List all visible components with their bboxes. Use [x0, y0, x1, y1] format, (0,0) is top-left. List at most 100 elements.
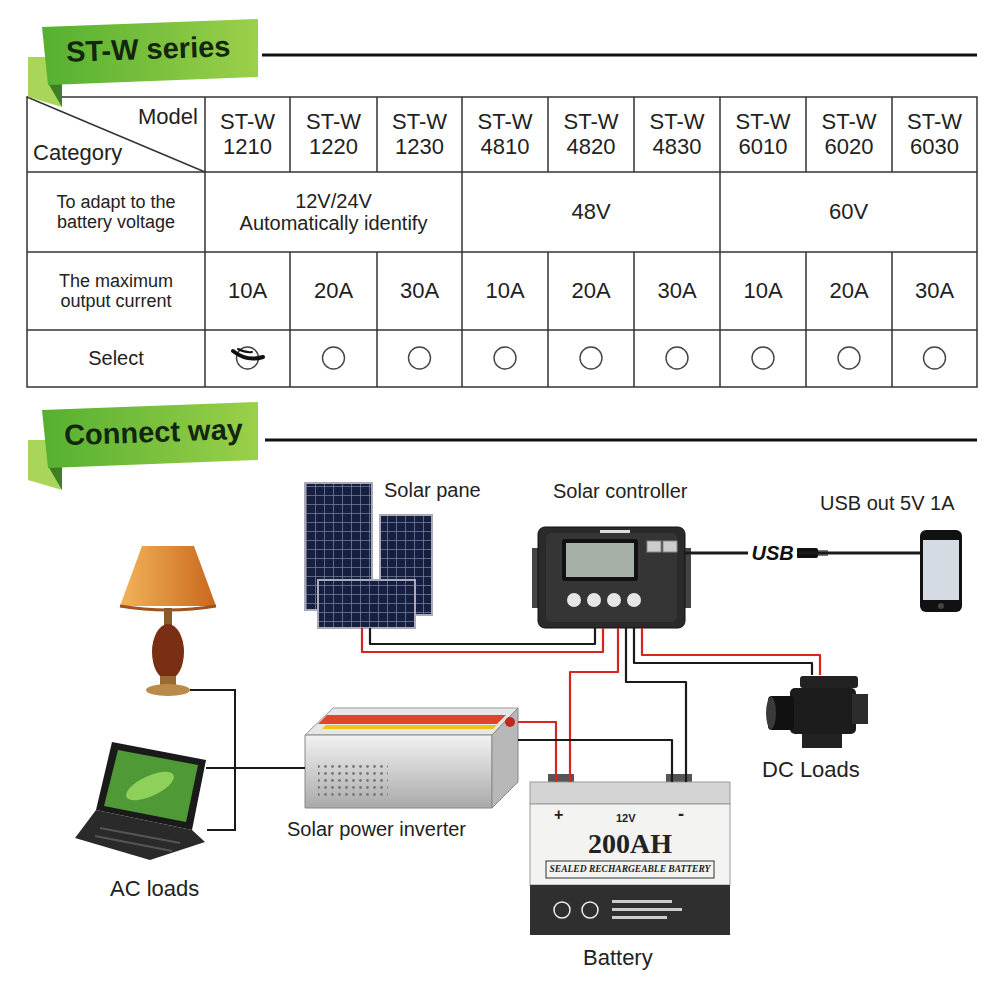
- spec-table-grid: [27, 251, 977, 253]
- table-cell-text: Model: [138, 104, 198, 129]
- inverter-art: [505, 717, 515, 727]
- section-rule: [262, 54, 977, 57]
- camera-art: [766, 676, 868, 748]
- inverter-art: [318, 715, 506, 724]
- table-cell: ST-W 4810: [462, 97, 548, 172]
- table-cell: 10A: [462, 252, 548, 330]
- battery-art: [612, 908, 682, 911]
- spec-table-grid: [204, 97, 206, 387]
- select-circle: [323, 347, 345, 369]
- table-cell-text: ST-W 4830: [640, 110, 715, 159]
- laptop-art: [104, 750, 198, 822]
- camera-art: [802, 734, 842, 748]
- table-cell: 12V/24V Automatically identify: [205, 172, 462, 252]
- phone-art: [920, 530, 962, 612]
- table-cell: ST-W 6020: [806, 97, 892, 172]
- table-cell: 30A: [892, 252, 977, 330]
- select-circle: [752, 347, 774, 369]
- section-banner: ST-W series: [28, 15, 260, 107]
- select-circle: [838, 347, 860, 369]
- battery-art: [612, 916, 667, 919]
- table-cell-text: 60V: [829, 200, 868, 225]
- table-cell: 30A: [377, 252, 462, 330]
- wire-connector: [685, 553, 920, 554]
- controller-art: [546, 533, 677, 622]
- wire: [685, 552, 920, 555]
- node-label: +: [554, 806, 563, 824]
- node-label: SEALED RECHARGEABLE BATTERY: [530, 864, 730, 875]
- node-label: -: [678, 804, 684, 825]
- solar-panel-art: [305, 483, 432, 628]
- spec-table-grid: [719, 97, 721, 387]
- battery-art: [530, 774, 730, 935]
- check-mark: [233, 349, 263, 359]
- wire-connector: [634, 628, 820, 675]
- node-label: Solar pane: [384, 479, 481, 502]
- laptop-art: [95, 828, 180, 851]
- table-cell: 10A: [720, 252, 806, 330]
- table-cell: To adapt to the battery voltage: [27, 172, 205, 252]
- laptop-art: [75, 742, 206, 860]
- section-banner: Connect way: [28, 398, 260, 490]
- select-circle: [924, 347, 946, 369]
- battery-art: [612, 900, 672, 903]
- table-cell: ST-W 1210: [205, 97, 290, 172]
- spec-table-grid: [27, 329, 977, 331]
- table-cell: 48V: [462, 172, 720, 252]
- controller-art: [532, 527, 691, 628]
- select-circle: [666, 347, 688, 369]
- controller-art: [607, 593, 621, 607]
- banner-shape: [48, 466, 62, 490]
- inverter-art: [322, 725, 497, 729]
- node-label: AC loads: [110, 876, 199, 901]
- node-label: ST-W series: [65, 30, 230, 69]
- node-label: 200AH: [530, 828, 730, 860]
- table-cell: ST-W 4830: [634, 97, 720, 172]
- wire: [518, 740, 672, 782]
- inverter-art: [305, 708, 518, 735]
- dc-load-camera: DC Loads: [768, 675, 868, 748]
- node-label: Solar controller: [553, 480, 688, 503]
- solar-panel: Solar pane: [305, 483, 432, 628]
- table-cell: ST-W 4820: [548, 97, 634, 172]
- battery-art: [530, 804, 730, 885]
- controller-art: [538, 527, 685, 628]
- node-label: Solar power inverter: [287, 818, 466, 841]
- table-cell-text: 20A: [829, 279, 868, 304]
- camera-art: [790, 688, 856, 734]
- lamp-art: [120, 546, 216, 696]
- wire: [206, 767, 305, 769]
- solar-controller: Solar controller: [538, 527, 685, 628]
- solar-panel-art: [318, 580, 415, 628]
- wire-connector: [206, 768, 305, 769]
- table-cell-text: ST-W 4810: [468, 110, 543, 159]
- table-cell-text: ST-W 6030: [897, 110, 972, 159]
- battery-art: [554, 902, 570, 918]
- inverter-art: [305, 735, 492, 808]
- table-cell: ST-W 1230: [377, 97, 462, 172]
- controller-art: [567, 593, 581, 607]
- table-cell: The maximum output current: [27, 252, 205, 330]
- lamp-art: [146, 684, 190, 696]
- node-label: 12V: [616, 812, 636, 825]
- node-label: USB out 5V 1A: [820, 492, 955, 515]
- section-rule: [265, 439, 977, 442]
- table-cell-text: 30A: [657, 279, 696, 304]
- spec-table-grid: [290, 97, 892, 172]
- inverter-art: [492, 708, 518, 808]
- table-cell: 30A: [634, 252, 720, 330]
- controller-art: [663, 541, 677, 552]
- lamp-art: [152, 624, 184, 680]
- spec-table-grid: [461, 97, 463, 387]
- ac-load-laptop: AC loads: [75, 740, 206, 860]
- table-cell: 20A: [548, 252, 634, 330]
- check-mark: [238, 349, 252, 352]
- phone-art: [923, 540, 959, 600]
- table-cell-text: ST-W 6010: [726, 110, 801, 159]
- table-cell-text: 10A: [228, 279, 267, 304]
- table-cell-text: To adapt to the battery voltage: [41, 192, 191, 232]
- wire: [634, 628, 812, 675]
- controller-art: [627, 593, 641, 607]
- table-cell-text: 20A: [571, 279, 610, 304]
